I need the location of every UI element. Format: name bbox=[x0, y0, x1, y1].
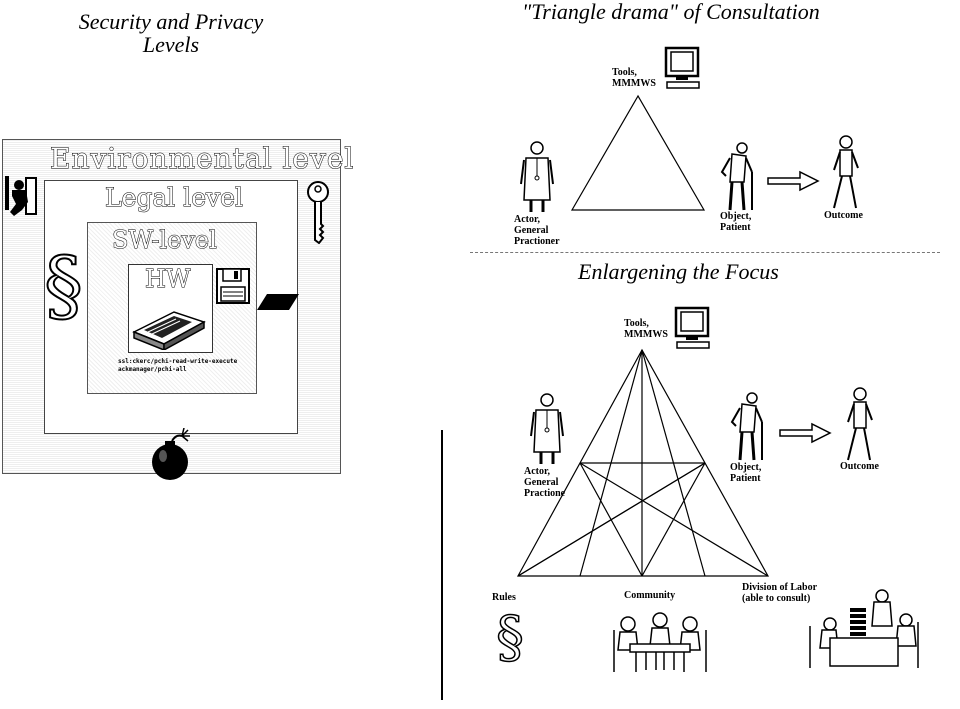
left-title-line1: Security and Privacy bbox=[78, 9, 264, 34]
top-outcome-label: Outcome bbox=[824, 210, 863, 221]
top-patient-icon bbox=[720, 142, 753, 211]
burglar-icon bbox=[5, 176, 37, 216]
left-title: Security and Privacy Levels bbox=[66, 10, 276, 56]
computer-hardware-icon bbox=[132, 311, 206, 350]
software-level-label: SW-level bbox=[112, 226, 218, 255]
enlargening-title: Enlargening the Focus bbox=[578, 259, 779, 284]
division-labor-icon bbox=[809, 589, 919, 668]
bottom-tools-line1: Tools, bbox=[624, 318, 649, 329]
top-computer-icon bbox=[664, 46, 700, 89]
bottom-object-line1: Object, bbox=[730, 462, 762, 473]
floppy-disk-icon bbox=[216, 268, 250, 304]
horizontal-dotted-divider bbox=[470, 252, 940, 253]
card-icon bbox=[257, 294, 299, 310]
top-object-line1: Object, bbox=[720, 211, 752, 222]
division-line2: (able to consult) bbox=[742, 593, 811, 604]
bottom-computer-icon bbox=[674, 306, 710, 349]
top-actor-label: Actor, General Practioner bbox=[514, 214, 560, 247]
bottom-actor-line2: General bbox=[524, 477, 559, 488]
legal-level-label: Legal level bbox=[105, 183, 244, 213]
top-arrow-icon bbox=[767, 170, 820, 192]
division-line1: Division of Labor bbox=[742, 582, 818, 593]
top-actor-line3: Practioner bbox=[514, 236, 560, 247]
bottom-actor-line1: Actor, bbox=[524, 466, 551, 477]
environmental-level-label: Environmental level bbox=[49, 142, 355, 176]
top-object-label: Object, Patient bbox=[720, 211, 751, 233]
acl-line1: ssl:ckerc/pchi-read-write-execute bbox=[118, 358, 238, 365]
division-label: Division of Labor (able to consult) bbox=[742, 582, 817, 604]
rules-paragraph-symbol: § bbox=[495, 605, 525, 670]
top-tools-line1: Tools, bbox=[612, 67, 637, 78]
paragraph-symbol-large: § bbox=[43, 241, 84, 331]
top-object-line2: Patient bbox=[720, 222, 751, 233]
bottom-object-line2: Patient bbox=[730, 473, 761, 484]
bottom-tools-line2: MMMWS bbox=[624, 329, 668, 340]
community-label: Community bbox=[624, 590, 676, 601]
vertical-divider bbox=[441, 430, 443, 700]
bottom-outcome-label: Outcome bbox=[840, 461, 879, 472]
bomb-icon bbox=[152, 428, 190, 480]
rules-label: Rules bbox=[492, 592, 516, 603]
bottom-patient-icon bbox=[730, 392, 763, 461]
top-tools-line2: MMMWS bbox=[612, 78, 656, 89]
bottom-tools-label: Tools, MMMWS bbox=[624, 318, 668, 340]
top-tools-label: Tools, MMMWS bbox=[612, 67, 656, 89]
bottom-arrow-icon bbox=[779, 422, 832, 444]
triangle-drama-title: "Triangle drama" of Consultation bbox=[522, 0, 820, 24]
bottom-object-label: Object, Patient bbox=[730, 462, 761, 484]
bottom-actor-line3: Practione bbox=[524, 488, 566, 499]
acl-line2: ackmanager/pchi-all bbox=[118, 366, 187, 373]
key-icon bbox=[307, 181, 329, 244]
bottom-actor-label: Actor, General Practione bbox=[524, 466, 565, 499]
bottom-triangle-network bbox=[516, 348, 770, 577]
bottom-outcome-walker-icon bbox=[847, 387, 873, 461]
community-meeting-icon bbox=[613, 612, 707, 672]
hardware-level-label: HW bbox=[145, 265, 192, 294]
top-triangle bbox=[570, 94, 706, 211]
left-title-line2: Levels bbox=[142, 32, 200, 57]
top-actor-line1: Actor, bbox=[514, 214, 541, 225]
top-actor-line2: General bbox=[514, 225, 549, 236]
top-doctor-icon bbox=[520, 141, 554, 212]
top-outcome-walker-icon bbox=[833, 135, 859, 209]
bottom-doctor-icon bbox=[530, 393, 564, 464]
acl-text: ssl:ckerc/pchi-read-write-execute ackman… bbox=[118, 358, 237, 374]
